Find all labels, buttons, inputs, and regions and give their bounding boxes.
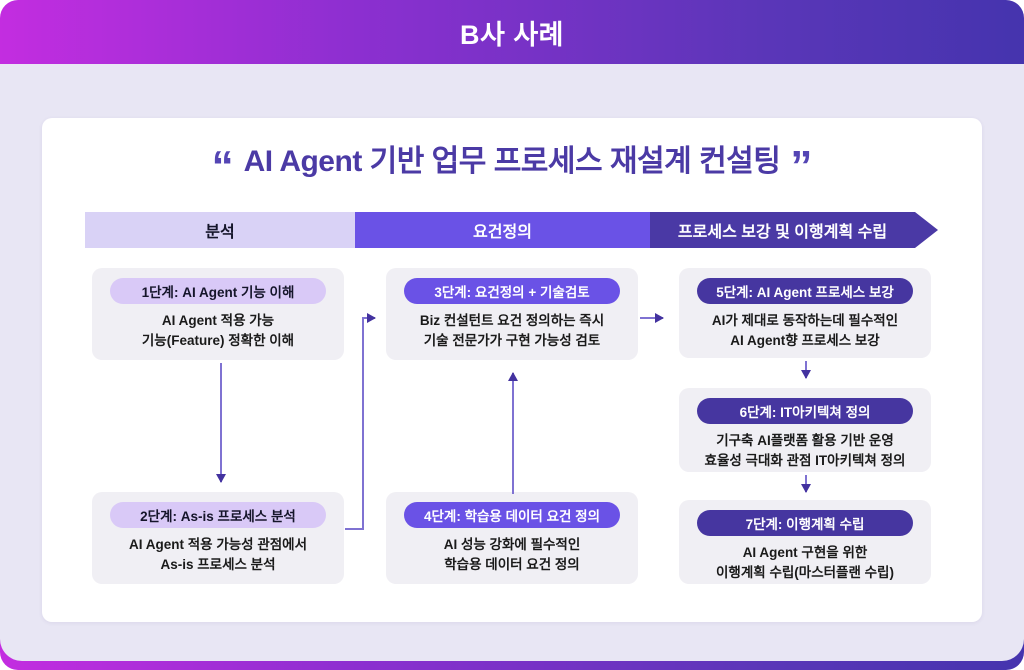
diagram-title: AI Agent 기반 업무 프로세스 재설계 컨설팅 <box>243 145 781 178</box>
step-4-line2: 학습용 데이터 요건 정의 <box>444 557 580 573</box>
banner-title: B사 사례 <box>459 19 565 50</box>
phase-arrow-analysis: 분석 <box>85 212 378 248</box>
step-4-description: AI 성능 강화에 필수적인 학습용 데이터 요건 정의 <box>386 535 638 576</box>
step-2-line1: AI Agent 적용 가능성 관점에서 <box>128 537 308 552</box>
step-box-6: 6단계: IT아키텍쳐 정의 기구축 AI플랫폼 활용 기반 운영 효율성 극대… <box>679 388 931 472</box>
step-box-2: 2단계: As-is 프로세스 분석 AI Agent 적용 가능성 관점에서 … <box>92 492 344 584</box>
step-5-title-pill: 5단계: AI Agent 프로세스 보강 <box>696 278 914 304</box>
step-5-description: AI가 제대로 동작하는데 필수적인 AI Agent향 프로세스 보강 <box>679 311 931 352</box>
step-1-description: AI Agent 적용 가능 기능(Feature) 정확한 이해 <box>92 311 344 352</box>
step-6-title-pill: 6단계: IT아키텍쳐 정의 <box>696 398 914 424</box>
step-4-line1: AI 성능 강화에 필수적인 <box>443 537 581 552</box>
step-6-line1: 기구축 AI플랫폼 활용 기반 운영 <box>716 433 894 448</box>
step-7-description: AI Agent 구현을 위한 이행계획 수립(마스터플랜 수립) <box>679 543 931 584</box>
step-6-line2: 효율성 극대화 관점 IT아키텍쳐 정의 <box>704 453 906 469</box>
step-1-line2: 기능(Feature) 정확한 이해 <box>141 333 295 349</box>
phase-arrow-process-plan: 프로세스 보강 및 이행계획 수립 <box>650 212 938 248</box>
step-1-line1: AI Agent 적용 가능 <box>161 313 275 328</box>
step-7-line2: 이행계획 수립(마스터플랜 수립) <box>716 565 894 581</box>
step-4-title-pill: 4단계: 학습용 데이터 요건 정의 <box>403 502 621 528</box>
step-box-7: 7단계: 이행계획 수립 AI Agent 구현을 위한 이행계획 수립(마스터… <box>679 500 931 584</box>
step-5-line1: AI가 제대로 동작하는데 필수적인 <box>711 313 899 328</box>
diagram-title-row: “ AI Agent 기반 업무 프로세스 재설계 컨설팅 ” <box>0 136 1024 189</box>
step-box-1: 1단계: AI Agent 기능 이해 AI Agent 적용 가능 기능(Fe… <box>92 268 344 360</box>
step-box-3: 3단계: 요건정의 + 기술검토 Biz 컨설턴트 요건 정의하는 즉시 기술 … <box>386 268 638 360</box>
step-3-line1: Biz 컨설턴트 요건 정의하는 즉시 <box>419 313 605 328</box>
step-box-4: 4단계: 학습용 데이터 요건 정의 AI 성능 강화에 필수적인 학습용 데이… <box>386 492 638 584</box>
step-5-line2: AI Agent향 프로세스 보강 <box>730 333 880 349</box>
step-6-description: 기구축 AI플랫폼 활용 기반 운영 효율성 극대화 관점 IT아키텍쳐 정의 <box>679 431 931 472</box>
step-7-title-pill: 7단계: 이행계획 수립 <box>696 510 914 536</box>
step-1-title-pill: 1단계: AI Agent 기능 이해 <box>109 278 327 304</box>
step-2-description: AI Agent 적용 가능성 관점에서 As-is 프로세스 분석 <box>92 535 344 576</box>
step-box-5: 5단계: AI Agent 프로세스 보강 AI가 제대로 동작하는데 필수적인… <box>679 268 931 358</box>
step-3-description: Biz 컨설턴트 요건 정의하는 즉시 기술 전문가가 구현 가능성 검토 <box>386 311 638 352</box>
step-7-line1: AI Agent 구현을 위한 <box>742 545 868 560</box>
step-2-title-pill: 2단계: As-is 프로세스 분석 <box>109 502 327 528</box>
step-2-line2: As-is 프로세스 분석 <box>160 557 276 573</box>
step-3-title-pill: 3단계: 요건정의 + 기술검토 <box>403 278 621 304</box>
step-3-line2: 기술 전문가가 구현 가능성 검토 <box>423 333 601 349</box>
phase-arrow-requirements: 요건정의 <box>355 212 673 248</box>
